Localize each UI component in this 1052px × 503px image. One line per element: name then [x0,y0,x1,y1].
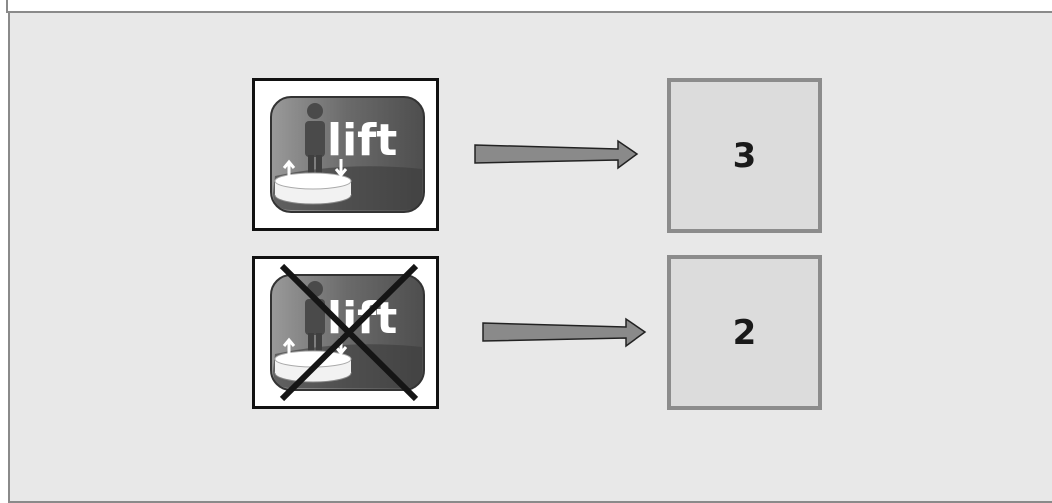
lift-label: lift [327,115,397,166]
lift-icon: lift [270,96,425,213]
arrow-up-icon [282,337,296,356]
arrow-right-icon [482,317,647,348]
diagram-panel [8,11,1052,503]
lift-icon-frame: lift [252,78,439,231]
arrow-right-icon [474,139,639,170]
arrow-up-icon [282,159,296,178]
person-head [307,103,323,119]
lift-icon-crossed-frame: lift [252,256,439,409]
lift-icon: lift [270,263,425,402]
person-body [305,299,325,335]
person-body [305,121,325,157]
arrow-down-icon [334,159,348,178]
result-box: 3 [667,78,822,233]
corner-tick [0,0,8,13]
cross-out-icon [279,263,419,402]
platform-icon [274,172,352,190]
result-box: 2 [667,255,822,410]
